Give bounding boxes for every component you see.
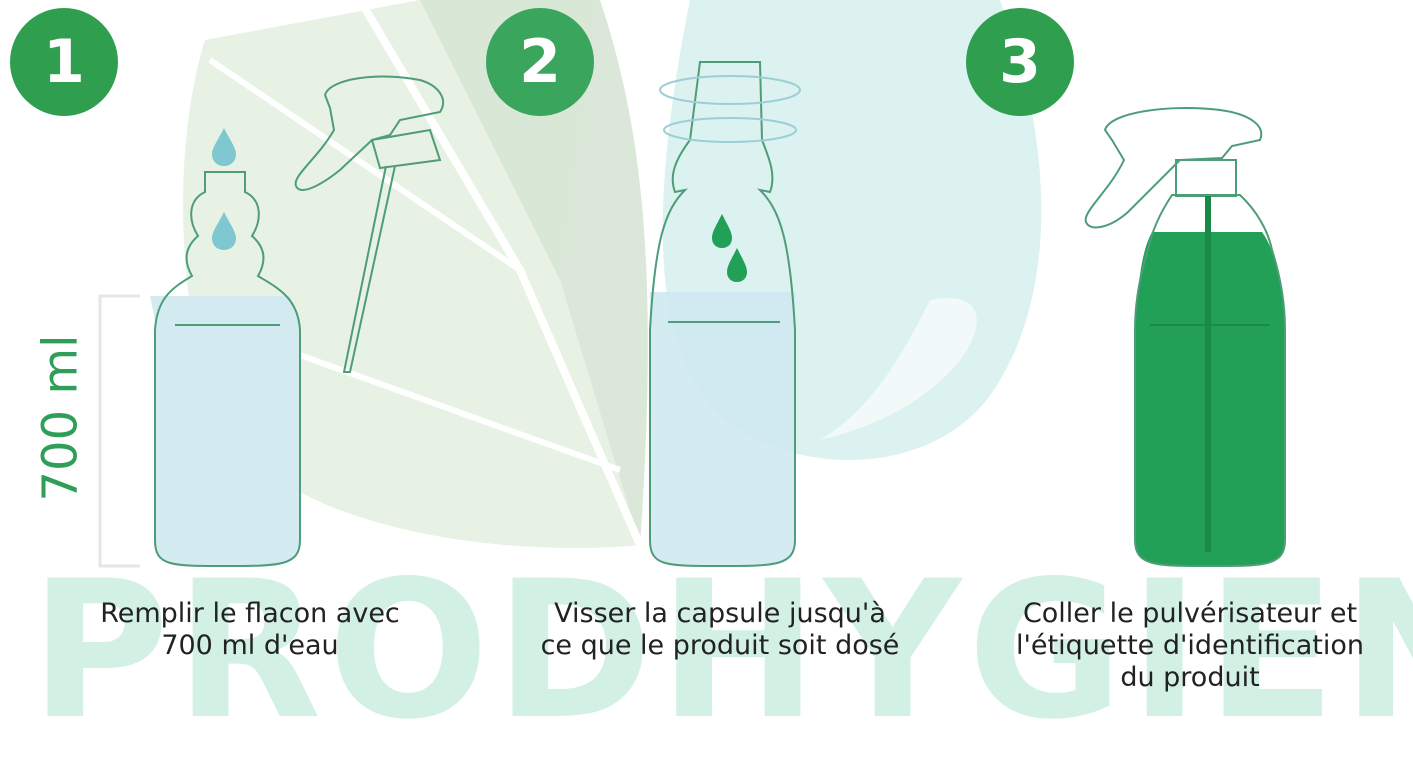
bottle-2 (650, 62, 800, 566)
measure-bracket (100, 296, 140, 566)
bottle-1 (150, 128, 300, 566)
drop-2b (727, 248, 747, 282)
step-1-badge: 1 (10, 8, 118, 116)
step-1-caption-line-2: 700 ml d'eau (30, 630, 470, 662)
drop-2a (712, 214, 732, 248)
bottle-3 (1086, 108, 1285, 566)
drop-1b (212, 212, 236, 250)
step-3-caption: Coller le pulvérisateur et l'étiquette d… (975, 598, 1405, 694)
step-2-caption-line-2: ce que le produit soit dosé (490, 630, 950, 662)
step-2-number: 2 (519, 32, 561, 92)
step-3-number: 3 (999, 32, 1041, 92)
step-1-caption-line-1: Remplir le flacon avec (30, 598, 470, 630)
step-2-caption: Visser la capsule jusqu'à ce que le prod… (490, 598, 950, 662)
bottle-2-water (650, 292, 795, 566)
bottle-1-water (150, 296, 300, 566)
step-1-caption: Remplir le flacon avec 700 ml d'eau (30, 598, 470, 662)
instruction-illustration: PRODHYGIENE (0, 0, 1413, 688)
step-3-caption-line-3: du produit (975, 662, 1405, 694)
bottle-3-trigger (1086, 108, 1262, 227)
drop-1a (212, 128, 236, 166)
volume-label: 700 ml (16, 318, 104, 518)
step-1-number: 1 (43, 32, 85, 92)
step-3-caption-line-1: Coller le pulvérisateur et (975, 598, 1405, 630)
step-2-badge: 2 (486, 8, 594, 116)
step-3-badge: 3 (966, 8, 1074, 116)
step-2-caption-line-1: Visser la capsule jusqu'à (490, 598, 950, 630)
bottles-illustration (0, 0, 1413, 688)
volume-label-text: 700 ml (32, 335, 88, 502)
step-3-caption-line-2: l'étiquette d'identification (975, 630, 1405, 662)
trigger-detached (296, 76, 443, 372)
